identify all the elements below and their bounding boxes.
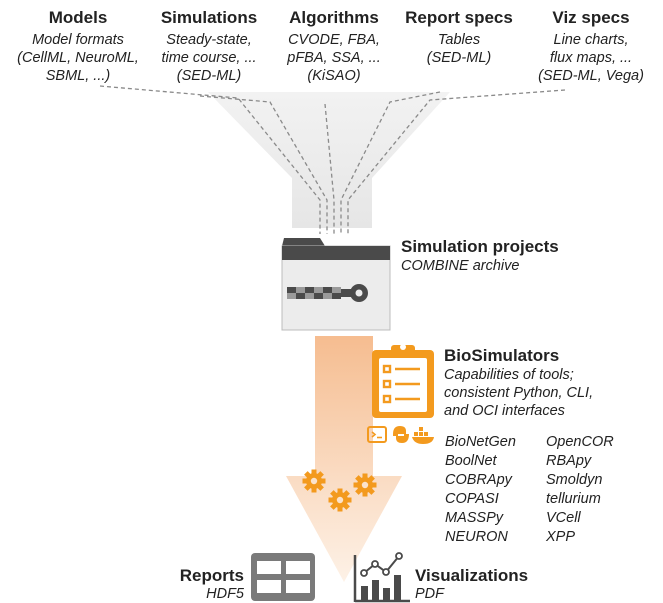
input-line: SBML, ...) xyxy=(45,68,111,84)
biosimulators-line: consistent Python, CLI, xyxy=(444,385,594,401)
input-title: Viz specs xyxy=(552,8,630,27)
input-line: (SED-ML) xyxy=(426,50,492,66)
tool-name: Smoldyn xyxy=(546,472,603,488)
input-line: Steady-state, xyxy=(166,32,252,48)
input-models: Models Model formats (CellML, NeuroML, S… xyxy=(10,8,146,85)
input-line: CVODE, FBA, xyxy=(288,32,380,48)
tool-name: tellurium xyxy=(546,491,601,507)
reports-subtitle: HDF5 xyxy=(206,586,244,602)
tool-name: RBApy xyxy=(546,453,592,469)
tool-name: VCell xyxy=(546,510,581,526)
tool-name: XPP xyxy=(546,529,576,545)
tool-name: BioNetGen xyxy=(445,434,516,450)
tool-name: COBRApy xyxy=(445,472,512,488)
simulation-projects-label: Simulation projects COMBINE archive xyxy=(401,237,559,275)
input-line: Model formats xyxy=(32,32,124,48)
input-title: Algorithms xyxy=(289,8,379,27)
tool-name: COPASI xyxy=(445,491,499,507)
input-report-specs: Report specs Tables (SED-ML) xyxy=(396,8,522,67)
input-line: pFBA, SSA, ... xyxy=(287,50,381,66)
flow-lines xyxy=(99,85,566,234)
gear-icon xyxy=(328,488,352,512)
input-line: (CellML, NeuroML, xyxy=(17,50,139,66)
clipboard-checklist-icon xyxy=(372,344,434,418)
gear-icon xyxy=(302,469,326,493)
visualizations-subtitle: PDF xyxy=(415,586,444,602)
input-line: (KiSAO) xyxy=(307,68,361,84)
biosimulators-title: BioSimulators xyxy=(444,346,560,365)
input-line: (SED-ML, Vega) xyxy=(538,68,644,84)
tool-name: BoolNet xyxy=(445,453,497,469)
projects-title: Simulation projects xyxy=(401,237,559,256)
biosimulators-label: BioSimulators Capabilities of tools; con… xyxy=(444,346,593,420)
input-simulations: Simulations Steady-state, time course, .… xyxy=(146,8,272,85)
input-line: Tables xyxy=(437,32,481,48)
visualizations-label: Visualizations PDF xyxy=(415,566,528,603)
input-line: (SED-ML) xyxy=(176,68,242,84)
chart-icon xyxy=(353,552,410,603)
input-title: Models xyxy=(48,8,108,27)
zipper-key-icon xyxy=(287,284,368,302)
tool-name: MASSPy xyxy=(445,510,504,526)
input-title: Simulations xyxy=(160,8,258,27)
input-algorithms: Algorithms CVODE, FBA, pFBA, SSA, ... (K… xyxy=(272,8,396,85)
tools-list-left: BioNetGen BoolNet COBRApy COPASI MASSPy … xyxy=(445,433,516,547)
input-title: Report specs xyxy=(405,8,513,27)
reports-label: Reports HDF5 xyxy=(168,566,244,603)
terminal-icon xyxy=(367,426,387,443)
tool-name: OpenCOR xyxy=(546,434,614,450)
tools-list-right: OpenCOR RBApy Smoldyn tellurium VCell XP… xyxy=(546,433,614,547)
folder-icon xyxy=(281,238,391,331)
table-icon xyxy=(251,553,315,601)
biosimulators-line: and OCI interfaces xyxy=(444,403,565,419)
python-icon xyxy=(393,426,409,443)
docker-icon xyxy=(412,427,434,444)
tool-name: NEURON xyxy=(445,529,508,545)
input-line: Line charts, xyxy=(553,32,629,48)
input-line: flux maps, ... xyxy=(549,50,633,66)
visualizations-title: Visualizations xyxy=(415,566,529,585)
gear-icon xyxy=(353,473,377,497)
funnel xyxy=(208,92,450,228)
input-viz-specs: Viz specs Line charts, flux maps, ... (S… xyxy=(526,8,656,85)
input-line: time course, ... xyxy=(161,50,257,66)
reports-title: Reports xyxy=(179,566,244,585)
biosimulators-line: Capabilities of tools; xyxy=(444,367,574,383)
projects-subtitle: COMBINE archive xyxy=(401,258,520,274)
